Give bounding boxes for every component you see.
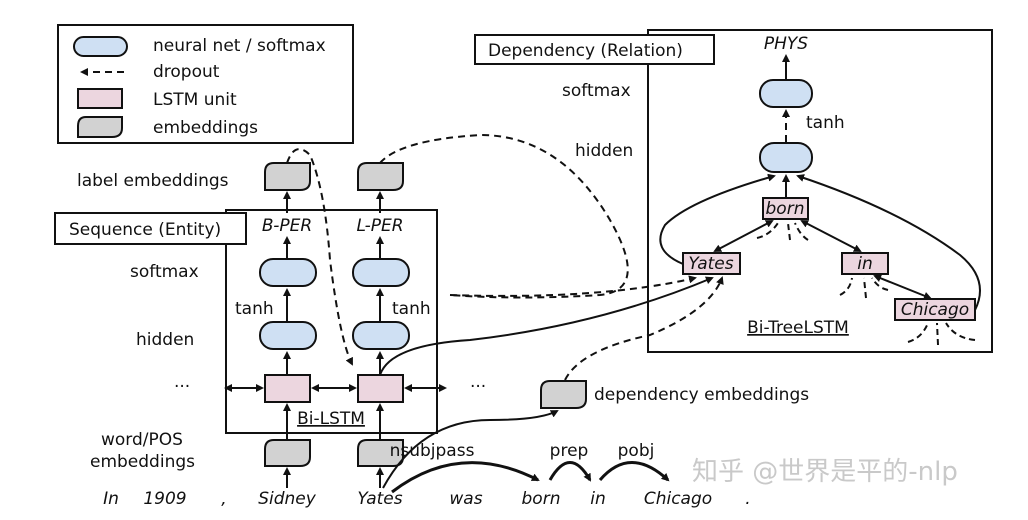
hidden-unit xyxy=(352,321,410,350)
legend: neural net / softmax dropout LSTM unit e… xyxy=(57,24,354,144)
node-label: born xyxy=(766,199,805,219)
word: Chicago xyxy=(644,489,712,509)
hidden-label: hidden xyxy=(136,330,194,350)
embedding-legend-icon xyxy=(77,116,123,138)
label-embedding xyxy=(264,162,311,191)
arc-label: prep xyxy=(550,441,589,461)
tanh-label: tanh xyxy=(806,113,845,133)
tanh-label: tanh xyxy=(392,299,431,319)
legend-label: dropout xyxy=(153,62,220,82)
relation-output-label: PHYS xyxy=(764,34,808,54)
hidden-unit xyxy=(259,321,317,350)
dependency-title: Dependency (Relation) xyxy=(488,41,683,61)
node-label: Yates xyxy=(688,254,733,274)
watermark: 知乎 @世界是平的-nlp xyxy=(692,457,958,487)
dependency-layer: Dependency (Relation) PHYS softmax hidde… xyxy=(474,29,993,353)
lstm-unit xyxy=(357,374,404,403)
word-pos-label: word/POS xyxy=(101,430,183,450)
softmax-label: softmax xyxy=(562,81,631,101)
word-embedding xyxy=(264,439,311,467)
softmax-unit xyxy=(759,79,813,108)
arc-label: pobj xyxy=(618,441,655,461)
bi-lstm-label: Bi-LSTM xyxy=(297,409,365,429)
label-embedding xyxy=(357,162,404,191)
word: Sidney xyxy=(258,489,317,509)
word-pos-label: embeddings xyxy=(90,452,195,472)
ellipsis: ··· xyxy=(174,377,190,397)
tree-lstm-node-in xyxy=(841,252,889,275)
label-embeddings-label: label embeddings xyxy=(77,171,229,191)
dependency-embeddings-label: dependency embeddings xyxy=(594,385,809,405)
tree-lstm-node-yates xyxy=(682,252,741,275)
sequence-layer: Sequence (Entity) label embeddings softm… xyxy=(54,133,629,488)
legend-label: embeddings xyxy=(153,118,258,138)
word: Yates xyxy=(357,489,402,509)
sentence: In 1909 , Sidney Yates was born in Chica… xyxy=(103,489,751,509)
dependency-embedding xyxy=(540,380,587,409)
output-label: L-PER xyxy=(356,216,403,236)
word: 1909 xyxy=(143,489,186,509)
softmax-unit xyxy=(259,258,317,287)
arc-label: nsubjpass xyxy=(390,441,475,461)
lstm-unit xyxy=(264,374,311,403)
word: was xyxy=(449,489,482,509)
word: In xyxy=(103,489,119,509)
word: in xyxy=(590,489,606,509)
legend-label: LSTM unit xyxy=(153,90,237,110)
hidden-label: hidden xyxy=(575,141,633,161)
softmax-label: softmax xyxy=(130,262,199,282)
hidden-unit xyxy=(759,142,813,173)
softmax-unit xyxy=(352,258,410,287)
node-label: in xyxy=(857,254,873,274)
lstm-legend-icon xyxy=(77,88,123,109)
tanh-label: tanh xyxy=(235,299,274,319)
tree-lstm-node-born xyxy=(762,197,809,220)
word: , xyxy=(221,489,226,509)
ellipsis: ··· xyxy=(470,377,486,397)
tree-lstm-node-chicago xyxy=(894,298,976,321)
word: born xyxy=(522,489,561,509)
neural-net-legend-icon xyxy=(73,36,128,57)
sequence-title: Sequence (Entity) xyxy=(69,220,221,240)
output-label: B-PER xyxy=(262,216,312,236)
bi-treelstm-label: Bi-TreeLSTM xyxy=(747,318,849,338)
word: . xyxy=(745,489,750,509)
legend-label: neural net / softmax xyxy=(153,36,326,56)
node-label: Chicago xyxy=(901,300,969,320)
